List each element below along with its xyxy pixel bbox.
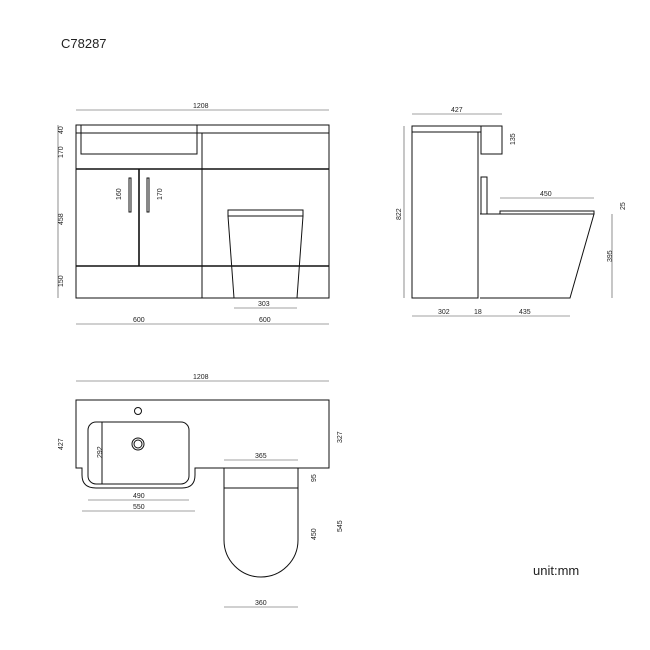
product-code: C78287	[61, 36, 107, 51]
svg-text:427: 427	[58, 438, 65, 450]
side-view: 427 450 25 395 822 135 302 18 435	[396, 107, 627, 317]
svg-text:550: 550	[133, 504, 145, 511]
svg-text:292: 292	[97, 446, 104, 458]
svg-text:18: 18	[474, 309, 482, 316]
svg-text:395: 395	[607, 250, 614, 262]
svg-text:450: 450	[540, 191, 552, 198]
svg-text:170: 170	[157, 188, 164, 200]
svg-text:302: 302	[438, 309, 450, 316]
svg-text:435: 435	[519, 309, 531, 316]
svg-text:458: 458	[58, 213, 65, 225]
front-view: 1208 40 170 458 150 160 170 303 600 600	[57, 103, 330, 325]
svg-text:95: 95	[311, 474, 318, 482]
svg-text:360: 360	[255, 600, 267, 607]
front-width-label: 1208	[193, 103, 209, 110]
svg-text:135: 135	[510, 133, 517, 145]
svg-text:150: 150	[58, 275, 65, 287]
svg-text:160: 160	[116, 188, 123, 200]
svg-text:327: 327	[337, 431, 344, 443]
svg-text:822: 822	[396, 208, 403, 220]
svg-text:600: 600	[133, 317, 145, 324]
svg-text:545: 545	[337, 520, 344, 532]
svg-text:427: 427	[451, 107, 463, 114]
svg-text:365: 365	[255, 453, 267, 460]
svg-text:600: 600	[259, 317, 271, 324]
svg-text:303: 303	[258, 301, 270, 308]
plan-view: 1208 427 292 490 550 365 95 450 327 545 …	[58, 374, 344, 608]
svg-text:1208: 1208	[193, 374, 209, 381]
svg-text:25: 25	[620, 202, 627, 210]
svg-text:450: 450	[311, 528, 318, 540]
svg-text:490: 490	[133, 493, 145, 500]
svg-text:40: 40	[58, 126, 65, 134]
unit-label: unit:mm	[533, 563, 580, 578]
svg-text:170: 170	[58, 146, 65, 158]
